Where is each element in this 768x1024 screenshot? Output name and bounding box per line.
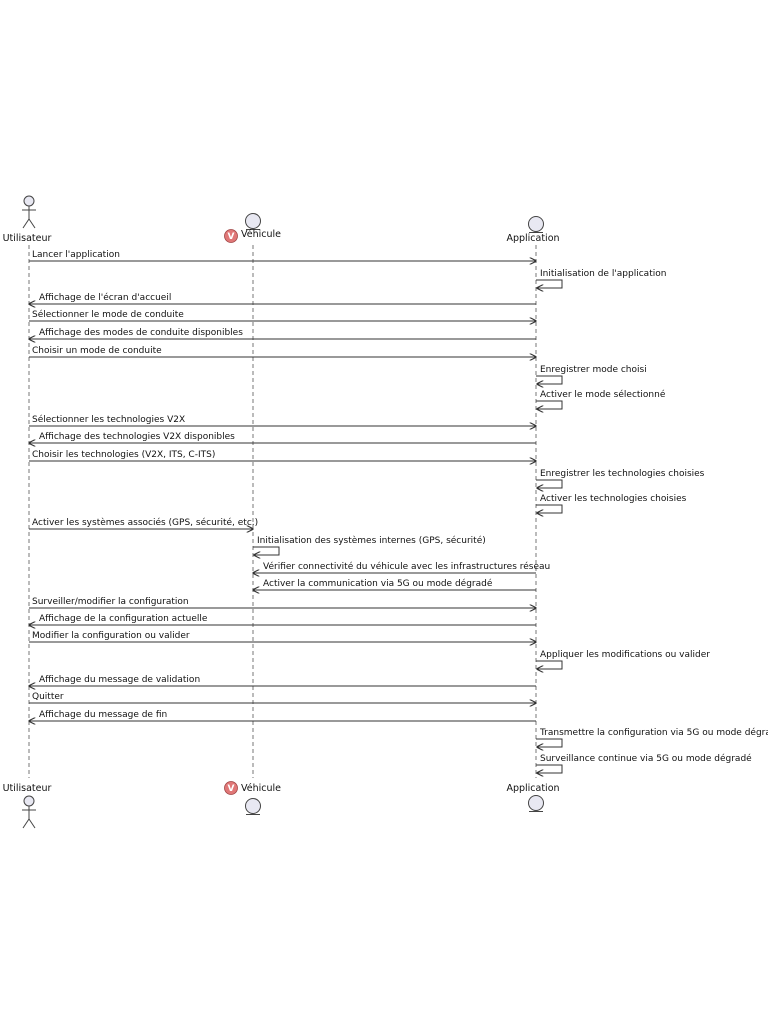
message-label: Sélectionner le mode de conduite: [32, 309, 184, 320]
message: Modifier la configuration ou valider: [29, 631, 536, 642]
message: Transmettre la configuration via 5G ou m…: [536, 727, 768, 747]
message-arrow: [536, 479, 563, 488]
message-label: Affichage des technologies V2X disponibl…: [39, 432, 235, 442]
message: Activer les systèmes associés (GPS, sécu…: [29, 517, 258, 529]
message-label: Affichage de la configuration actuelle: [39, 614, 208, 624]
participant-label-vehicle: Véhicule: [241, 783, 281, 794]
message-label: Initialisation des systèmes internes (GP…: [257, 535, 486, 546]
participant-top-vehicle: V Véhicule: [224, 213, 281, 243]
actor-icon: [22, 795, 36, 829]
message: Initialisation des systèmes internes (GP…: [253, 535, 486, 555]
message: Activer la communication via 5G ou mode …: [253, 578, 536, 590]
entity-icon: [245, 213, 261, 230]
message-label: Quitter: [32, 692, 64, 702]
participant-label-app: Application: [506, 783, 559, 794]
stereotype-badge: V: [224, 229, 238, 243]
message: Surveiller/modifier la configuration: [29, 597, 536, 608]
message-label: Affichage du message de validation: [39, 675, 200, 685]
message-label: Choisir un mode de conduite: [32, 346, 162, 356]
message-arrow: [536, 279, 563, 288]
actor-icon: [22, 195, 36, 229]
message-arrow: [536, 375, 563, 384]
message-label: Activer la communication via 5G ou mode …: [263, 578, 493, 589]
message: Quitter: [29, 692, 536, 703]
message-label: Choisir les technologies (V2X, ITS, C-IT…: [32, 450, 215, 460]
message: Affichage de l'écran d'accueil: [29, 292, 536, 304]
message-label: Initialisation de l'application: [540, 269, 666, 279]
message: Activer les technologies choisies: [536, 494, 687, 513]
message-arrow: [536, 400, 563, 409]
participant-bottom-user: Utilisateur: [3, 783, 52, 829]
message-label: Enregistrer les technologies choisies: [540, 469, 705, 479]
message-arrow: [536, 764, 563, 773]
svg-text:V: V: [228, 784, 235, 794]
message: Initialisation de l'application: [536, 269, 666, 288]
participant-label-app: Application: [506, 233, 559, 244]
entity-icon: [528, 795, 544, 812]
message-label: Activer les systèmes associés (GPS, sécu…: [32, 517, 258, 528]
message-label: Surveiller/modifier la configuration: [32, 597, 189, 607]
participant-bottom-vehicle: V Véhicule: [224, 781, 281, 815]
message: Choisir un mode de conduite: [29, 346, 536, 357]
participant-bottom-app: Application: [506, 783, 560, 812]
lifelines: [28, 245, 537, 778]
message-label: Modifier la configuration ou valider: [32, 631, 190, 641]
participant-top-user: Utilisateur: [3, 195, 52, 244]
message-arrow: [253, 546, 280, 555]
message: Activer le mode sélectionné: [536, 389, 666, 409]
message-label: Appliquer les modifications ou valider: [540, 650, 710, 660]
message: Enregistrer mode choisi: [536, 365, 647, 384]
message-label: Affichage de l'écran d'accueil: [39, 292, 171, 303]
message: Affichage des technologies V2X disponibl…: [29, 432, 536, 443]
stereotype-badge: V: [224, 781, 238, 795]
message-label: Transmettre la configuration via 5G ou m…: [539, 727, 768, 738]
participant-top-app: Application: [506, 216, 560, 244]
svg-text:V: V: [228, 232, 235, 242]
message-label: Activer les technologies choisies: [540, 494, 687, 504]
message: Sélectionner le mode de conduite: [29, 309, 536, 321]
message-label: Vérifier connectivité du véhicule avec l…: [263, 561, 550, 572]
message: Enregistrer les technologies choisies: [536, 469, 705, 488]
entity-icon: [245, 798, 261, 815]
message: Vérifier connectivité du véhicule avec l…: [253, 561, 550, 573]
message: Affichage du message de fin: [29, 710, 536, 721]
participant-label-vehicle: Véhicule: [241, 229, 281, 240]
message-label: Enregistrer mode choisi: [540, 365, 647, 375]
message-label: Affichage du message de fin: [39, 710, 167, 720]
message: Sélectionner les technologies V2X: [29, 414, 536, 426]
participant-label-user: Utilisateur: [3, 783, 52, 794]
message-label: Affichage des modes de conduite disponib…: [39, 328, 243, 338]
message-label: Activer le mode sélectionné: [540, 389, 666, 400]
entity-icon: [528, 216, 544, 233]
message: Affichage de la configuration actuelle: [29, 614, 536, 625]
message: Affichage des modes de conduite disponib…: [29, 328, 536, 339]
message-label: Surveillance continue via 5G ou mode dég…: [540, 753, 752, 764]
message-label: Sélectionner les technologies V2X: [32, 414, 185, 425]
message-label: Lancer l'application: [32, 250, 120, 260]
message: Surveillance continue via 5G ou mode dég…: [536, 753, 752, 773]
message: Appliquer les modifications ou valider: [536, 650, 710, 669]
message: Affichage du message de validation: [29, 675, 536, 686]
participant-label-user: Utilisateur: [3, 233, 52, 244]
message-arrow: [536, 504, 563, 513]
message: Choisir les technologies (V2X, ITS, C-IT…: [29, 450, 536, 461]
message: Lancer l'application: [29, 250, 536, 261]
message-arrow: [536, 738, 563, 747]
message-arrow: [536, 660, 563, 669]
